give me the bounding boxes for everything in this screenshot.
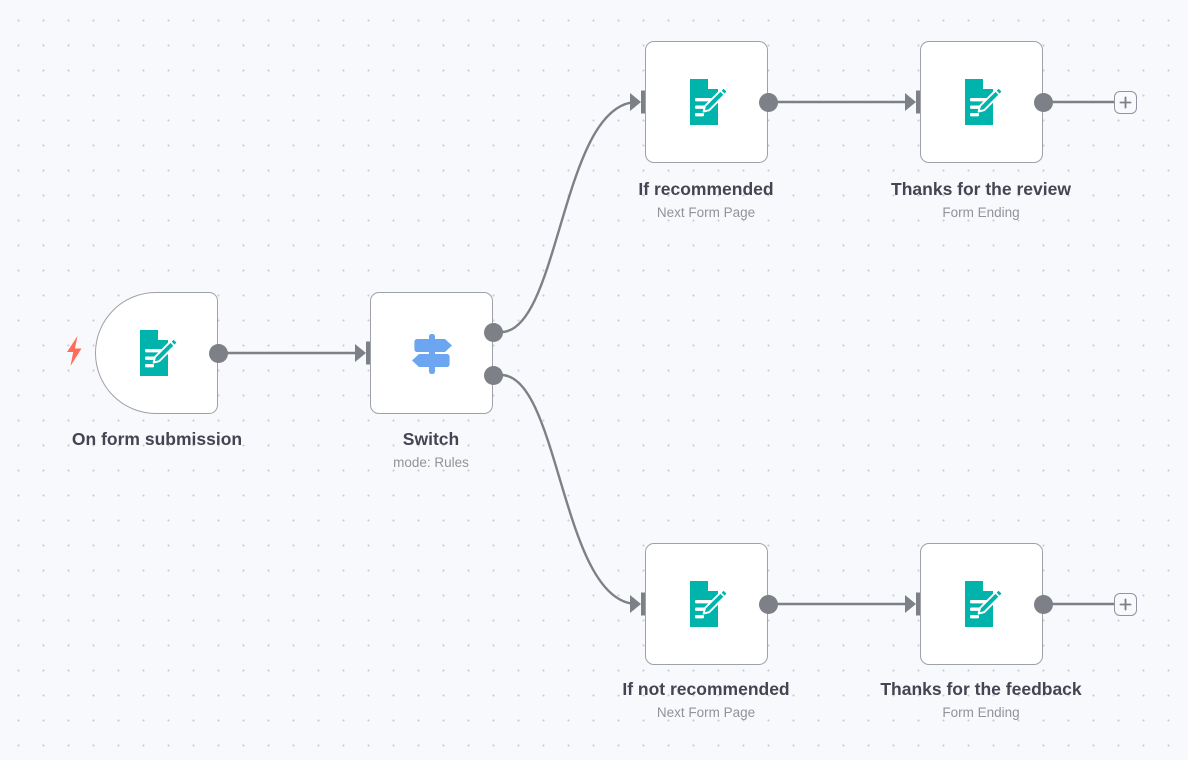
caption-if-recommended: If recommended Next Form Page [541, 178, 871, 222]
node-if-recommended[interactable] [645, 41, 768, 163]
output-dot-thanks-for-the-review[interactable] [1034, 93, 1053, 112]
node-title: Thanks for the review [891, 179, 1071, 199]
node-subtitle: Next Form Page [656, 705, 756, 720]
node-thanks-for-the-feedback[interactable] [920, 543, 1043, 665]
caption-if-not-recommended: If not recommended Next Form Page [541, 678, 871, 722]
output-dot-on-form-submission[interactable] [209, 344, 228, 363]
output-dot-switch-1[interactable] [484, 366, 503, 385]
node-title: On form submission [71, 429, 243, 449]
output-dot-thanks-for-the-feedback[interactable] [1034, 595, 1053, 614]
node-switch[interactable] [370, 292, 493, 414]
node-if-not-recommended[interactable] [645, 543, 768, 665]
node-subtitle: Form Ending [942, 705, 1020, 720]
caption-on-form-submission: On form submission [0, 428, 322, 450]
add-node-button-top[interactable] [1114, 91, 1137, 114]
node-subtitle: Next Form Page [656, 205, 756, 220]
output-dot-if-not-recommended[interactable] [759, 595, 778, 614]
plus-icon [1119, 96, 1132, 109]
form-document-pencil-icon [679, 74, 735, 130]
node-title: Thanks for the feedback [880, 679, 1082, 699]
form-document-pencil-icon [954, 74, 1010, 130]
signpost-icon [404, 325, 460, 381]
node-title: If recommended [638, 179, 774, 199]
form-document-pencil-icon [954, 576, 1010, 632]
caption-thanks-for-the-review: Thanks for the review Form Ending [816, 178, 1146, 222]
node-title: If not recommended [622, 679, 790, 699]
add-node-button-bottom[interactable] [1114, 593, 1137, 616]
node-subtitle: mode: Rules [393, 455, 469, 470]
node-subtitle: Form Ending [942, 205, 1020, 220]
form-document-pencil-icon [129, 325, 185, 381]
trigger-lightning-bolt-icon [64, 336, 84, 366]
node-title: Switch [402, 429, 460, 449]
caption-thanks-for-the-feedback: Thanks for the feedback Form Ending [816, 678, 1146, 722]
form-document-pencil-icon [679, 576, 735, 632]
output-dot-if-recommended[interactable] [759, 93, 778, 112]
node-on-form-submission[interactable] [95, 292, 218, 414]
node-thanks-for-the-review[interactable] [920, 41, 1043, 163]
output-dot-switch-0[interactable] [484, 323, 503, 342]
plus-icon [1119, 598, 1132, 611]
caption-switch: Switch mode: Rules [266, 428, 596, 472]
edge-switch-to-if-not-recommended [501, 373, 638, 606]
